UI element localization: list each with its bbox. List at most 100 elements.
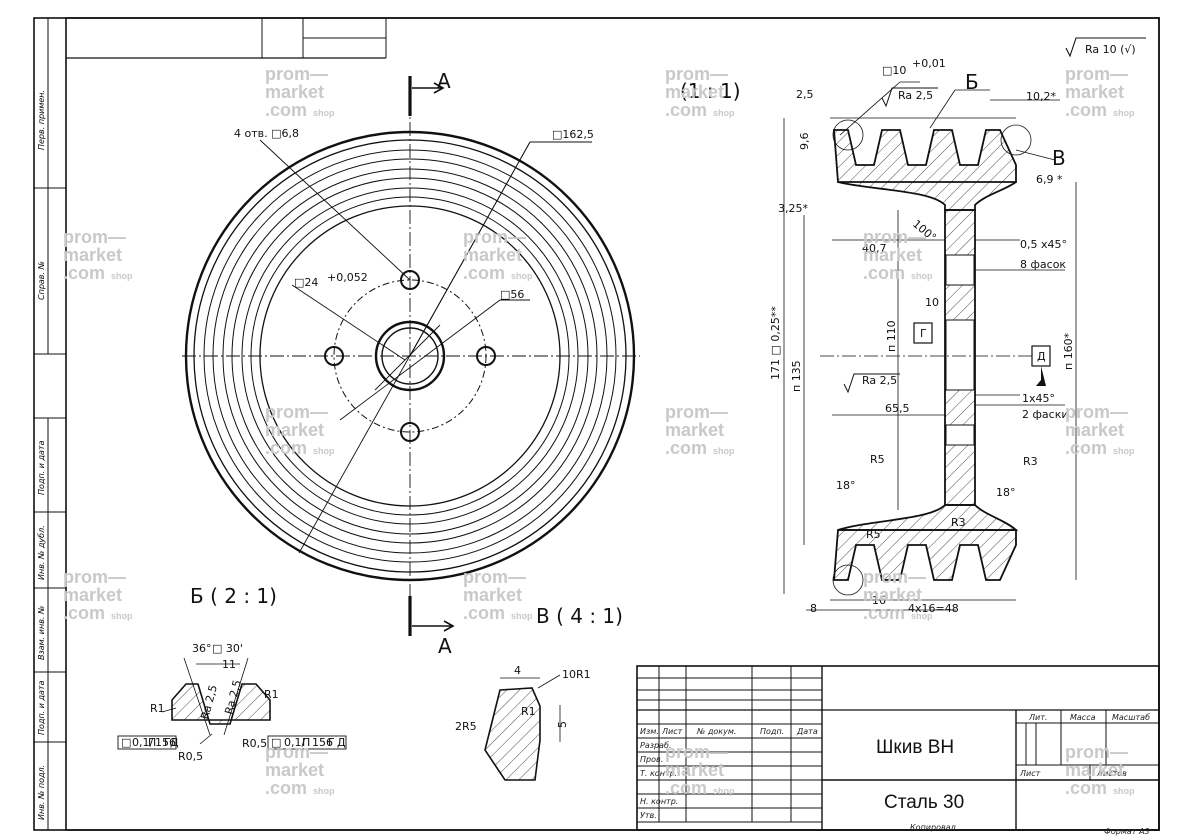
dim-9-6: 9,6: [798, 133, 811, 151]
outer-dia-label: □162,5: [552, 128, 594, 141]
detail-b-title: Б ( 2 : 1): [190, 584, 277, 608]
dim-r5-bottom: R5: [866, 528, 881, 541]
tb-sheets: Листов: [1096, 769, 1127, 778]
dim-135: п 135: [790, 360, 803, 392]
side-label-inv-podl: Инв. № подл.: [37, 765, 46, 820]
dim-r3-top: R3: [1023, 455, 1038, 468]
side-label-inv-dubl: Инв. № дубл.: [37, 525, 46, 580]
svg-text:Д: Д: [337, 736, 346, 749]
dim-chamfer-05: 0,5 x45°: [1020, 238, 1067, 251]
side-labels: Перв. примен. Справ. № Подп. и дата Инв.…: [37, 90, 46, 820]
detail-b-36deg: 36°: [192, 642, 212, 655]
detail-b-r05-right: R0,5: [242, 737, 267, 750]
tb-podp: Подп.: [760, 727, 784, 736]
datum-d: Д: [1037, 350, 1046, 363]
dim-chamfer-1: 1x45°: [1022, 392, 1055, 405]
tb-list: Лист: [661, 727, 683, 736]
detail-v-2r5: 2R5: [455, 720, 477, 733]
material: Сталь 30: [884, 792, 964, 813]
detail-v-letter: В: [1052, 146, 1066, 170]
svg-text:156: 156: [312, 736, 333, 749]
detail-v-labels: 4 10R1 R1 2R5 5: [455, 664, 591, 733]
tb-role-razrab: Разраб.: [640, 741, 671, 750]
tb-role-prov: Пров.: [640, 755, 663, 764]
datum-g: Г: [920, 327, 927, 340]
sheet-frame: [33, 17, 1160, 831]
section-letter-bottom: А: [438, 634, 452, 658]
ra-face-label: Ra 2,5: [862, 374, 897, 387]
front-view: [182, 76, 640, 636]
side-label-perv: Перв. примен.: [37, 90, 46, 150]
detail-v-title: В ( 4 : 1): [536, 604, 623, 628]
detail-b-30min: □ 30': [212, 642, 243, 655]
tb-role-tkontr: Т. контр.: [640, 769, 677, 778]
dim-18deg-left: 18°: [836, 479, 856, 492]
svg-text:0,1/: 0,1/: [284, 736, 305, 749]
dim-r5-top: R5: [870, 453, 885, 466]
tb-izm: Изм.: [640, 727, 659, 736]
svg-text:Д: Д: [170, 736, 179, 749]
tol-frame-right: □ 0,1/ П 156 Г Д: [271, 736, 346, 749]
detail-b-11: 11: [222, 658, 236, 671]
tb-lit: Лит.: [1028, 713, 1047, 722]
general-roughness: Ra 10 (√): [1065, 37, 1146, 58]
tb-role-nkontr: Н. контр.: [640, 797, 678, 806]
dim-16: 16: [872, 594, 886, 607]
part-name: Шкив ВН: [876, 737, 954, 758]
dim-10-2: 10,2*: [1026, 90, 1056, 103]
dim-4x16: 4x16=48: [908, 602, 959, 615]
dim-65-5: 65,5: [885, 402, 910, 415]
dim-2-chamfers: 2 фаски: [1022, 408, 1068, 421]
svg-text:0,1/: 0,1/: [132, 736, 153, 749]
bore-dia-label: □24: [294, 276, 318, 289]
detail-v-r1: R1: [521, 705, 536, 718]
section-letter-top: А: [437, 69, 451, 93]
title-block-labels: Изм. Лист № докум. Подп. Дата Разраб. Пр…: [640, 713, 1150, 836]
detail-b-r1-right: R1: [264, 688, 279, 701]
dim-r3-bottom: R3: [951, 516, 966, 529]
svg-text:□: □: [271, 736, 281, 749]
svg-text:156: 156: [155, 736, 176, 749]
detail-b-ra1: Ra 2,5: [198, 683, 220, 720]
bore-tol-label: +0,052: [327, 271, 368, 284]
dim-171: 171 □ 0,25**: [769, 306, 782, 380]
tb-format: Формат А3: [1104, 827, 1150, 836]
dim-6-9: 6,9 *: [1036, 173, 1063, 186]
detail-b-letter: Б: [965, 70, 979, 94]
tol-10-label: □10: [882, 64, 906, 77]
tb-mass: Масса: [1070, 713, 1096, 722]
tb-copied: Копировал: [910, 823, 956, 832]
detail-b-labels: 36° □ 30' 11 Ra 2,5 Ra 2,5 R1 R1 R0,5 R0…: [121, 642, 346, 763]
ra-groove-label: Ra 2,5: [898, 89, 933, 102]
dim-3-25: 3,25*: [778, 202, 808, 215]
side-label-vzam: Взам. инв. №: [37, 606, 46, 660]
tb-docnum: № докум.: [696, 727, 736, 736]
dim-160: п 160*: [1062, 332, 1075, 370]
svg-text:Г: Г: [164, 736, 171, 749]
dim-110: п 110: [885, 320, 898, 352]
detail-v-5: 5: [556, 721, 569, 728]
svg-text:П: П: [302, 736, 310, 749]
dim-40-7: 40,7: [862, 242, 887, 255]
tb-role-utv: Утв.: [640, 811, 657, 820]
dim-18deg-right: 18°: [996, 486, 1016, 499]
side-label-sprav: Справ. №: [37, 261, 46, 300]
side-label-podp1: Подп. и дата: [37, 440, 46, 495]
detail-b-r05-left: R0,5: [178, 750, 203, 763]
detail-b: [117, 657, 347, 750]
section-view-labels: (1 : 1) □10 +0,01 Ra 2,5 Б В Г Д 2,5 9,6…: [680, 57, 1075, 615]
dim-8: 8: [810, 602, 817, 615]
dim-10: 10: [925, 296, 939, 309]
title-block: [636, 665, 1160, 831]
svg-text:Г: Г: [328, 736, 335, 749]
detail-b-r1-left: R1: [150, 702, 165, 715]
dim-8-chamfers: 8 фасок: [1020, 258, 1066, 271]
section-title: (1 : 1): [680, 79, 741, 103]
tol-10-sup: +0,01: [912, 57, 946, 70]
section-view: [783, 81, 1077, 611]
datum-g-box: [913, 322, 933, 344]
pcd-label: □56: [500, 288, 524, 301]
detail-v-4: 4: [514, 664, 521, 677]
side-label-podp2: Подп. и дата: [37, 680, 46, 735]
